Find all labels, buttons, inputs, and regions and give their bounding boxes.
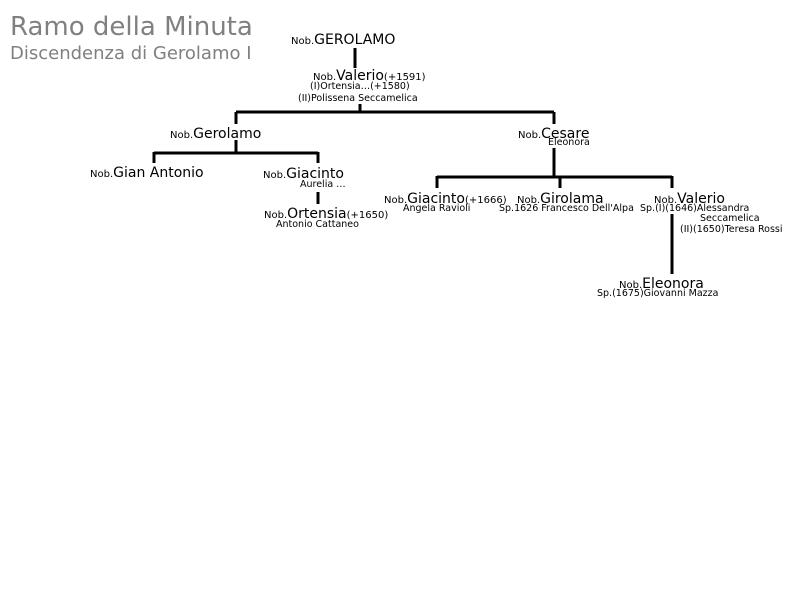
person-valerio-1: Nob.Valerio(+1591): [313, 67, 426, 83]
spouse-cesare: Eleonora: [548, 137, 590, 148]
person-giacinto-2: Nob.Giacinto(+1666): [384, 190, 507, 206]
person-name: Ortensia: [287, 206, 347, 222]
person-gian-antonio: Nob.Gian Antonio: [90, 164, 204, 180]
nobility-prefix: Nob.: [518, 130, 542, 141]
person-name: Cesare: [541, 126, 590, 142]
person-gerolamo: Nob.Gerolamo: [170, 125, 261, 141]
nobility-prefix: Nob.: [264, 210, 288, 221]
person-name: Giacinto: [286, 166, 344, 182]
person-ortensia: Nob.Ortensia(+1650): [264, 205, 388, 221]
spouse-valerio-1-second: (II)Polissena Seccamelica: [298, 93, 418, 104]
person-dates: (+1650): [346, 210, 389, 221]
page-subtitle: Discendenza di Gerolamo I: [10, 43, 252, 64]
person-name: Gerolamo: [193, 126, 262, 142]
spouse-valerio-2-first: Sp.(I)(1646)Alessandra: [640, 203, 750, 214]
person-name: Giacinto: [407, 191, 465, 207]
person-gerolamo-root: Nob.GEROLAMO: [291, 31, 395, 47]
person-name: Valerio: [677, 191, 725, 207]
spouse-valerio-2-first-surname: Seccamelica: [700, 213, 760, 224]
nobility-prefix: Nob.: [619, 280, 643, 291]
nobility-prefix: Nob.: [313, 72, 337, 83]
nobility-prefix: Nob.: [291, 36, 315, 47]
nobility-prefix: Nob.: [517, 195, 541, 206]
person-eleonora: Nob.Eleonora: [619, 275, 704, 291]
spouse-giacinto-2: Angela Ravioli: [403, 203, 471, 214]
person-girolama: Nob.Girolama: [517, 190, 604, 206]
person-name: Eleonora: [642, 276, 704, 292]
spouse-valerio-2-second: (II)(1650)Teresa Rossi: [680, 224, 783, 235]
nobility-prefix: Nob.: [170, 130, 194, 141]
nobility-prefix: Nob.: [384, 195, 408, 206]
page-title: Ramo della Minuta: [10, 12, 253, 42]
person-dates: (+1591): [383, 72, 426, 83]
nobility-prefix: Nob.: [263, 170, 287, 181]
spouse-valerio-1-first: (I)Ortensia…(+1580): [310, 81, 410, 92]
spouse-giacinto: Aurelia …: [300, 179, 346, 190]
person-giacinto: Nob.Giacinto: [263, 165, 344, 181]
person-name: Valerio: [336, 68, 384, 84]
nobility-prefix: Nob.: [654, 195, 678, 206]
person-name: Girolama: [540, 191, 604, 207]
person-cesare: Nob.Cesare: [518, 125, 589, 141]
person-dates: (+1666): [464, 195, 507, 206]
person-name: GEROLAMO: [314, 32, 396, 48]
nobility-prefix: Nob.: [90, 169, 114, 180]
person-name: Gian Antonio: [113, 165, 204, 181]
person-valerio-2: Nob.Valerio: [654, 190, 725, 206]
spouse-girolama: Sp.1626 Francesco Dell'Alpa: [499, 203, 634, 214]
spouse-ortensia: Antonio Cattaneo: [276, 219, 359, 230]
spouse-eleonora: Sp.(1675)Giovanni Mazza: [597, 288, 719, 299]
